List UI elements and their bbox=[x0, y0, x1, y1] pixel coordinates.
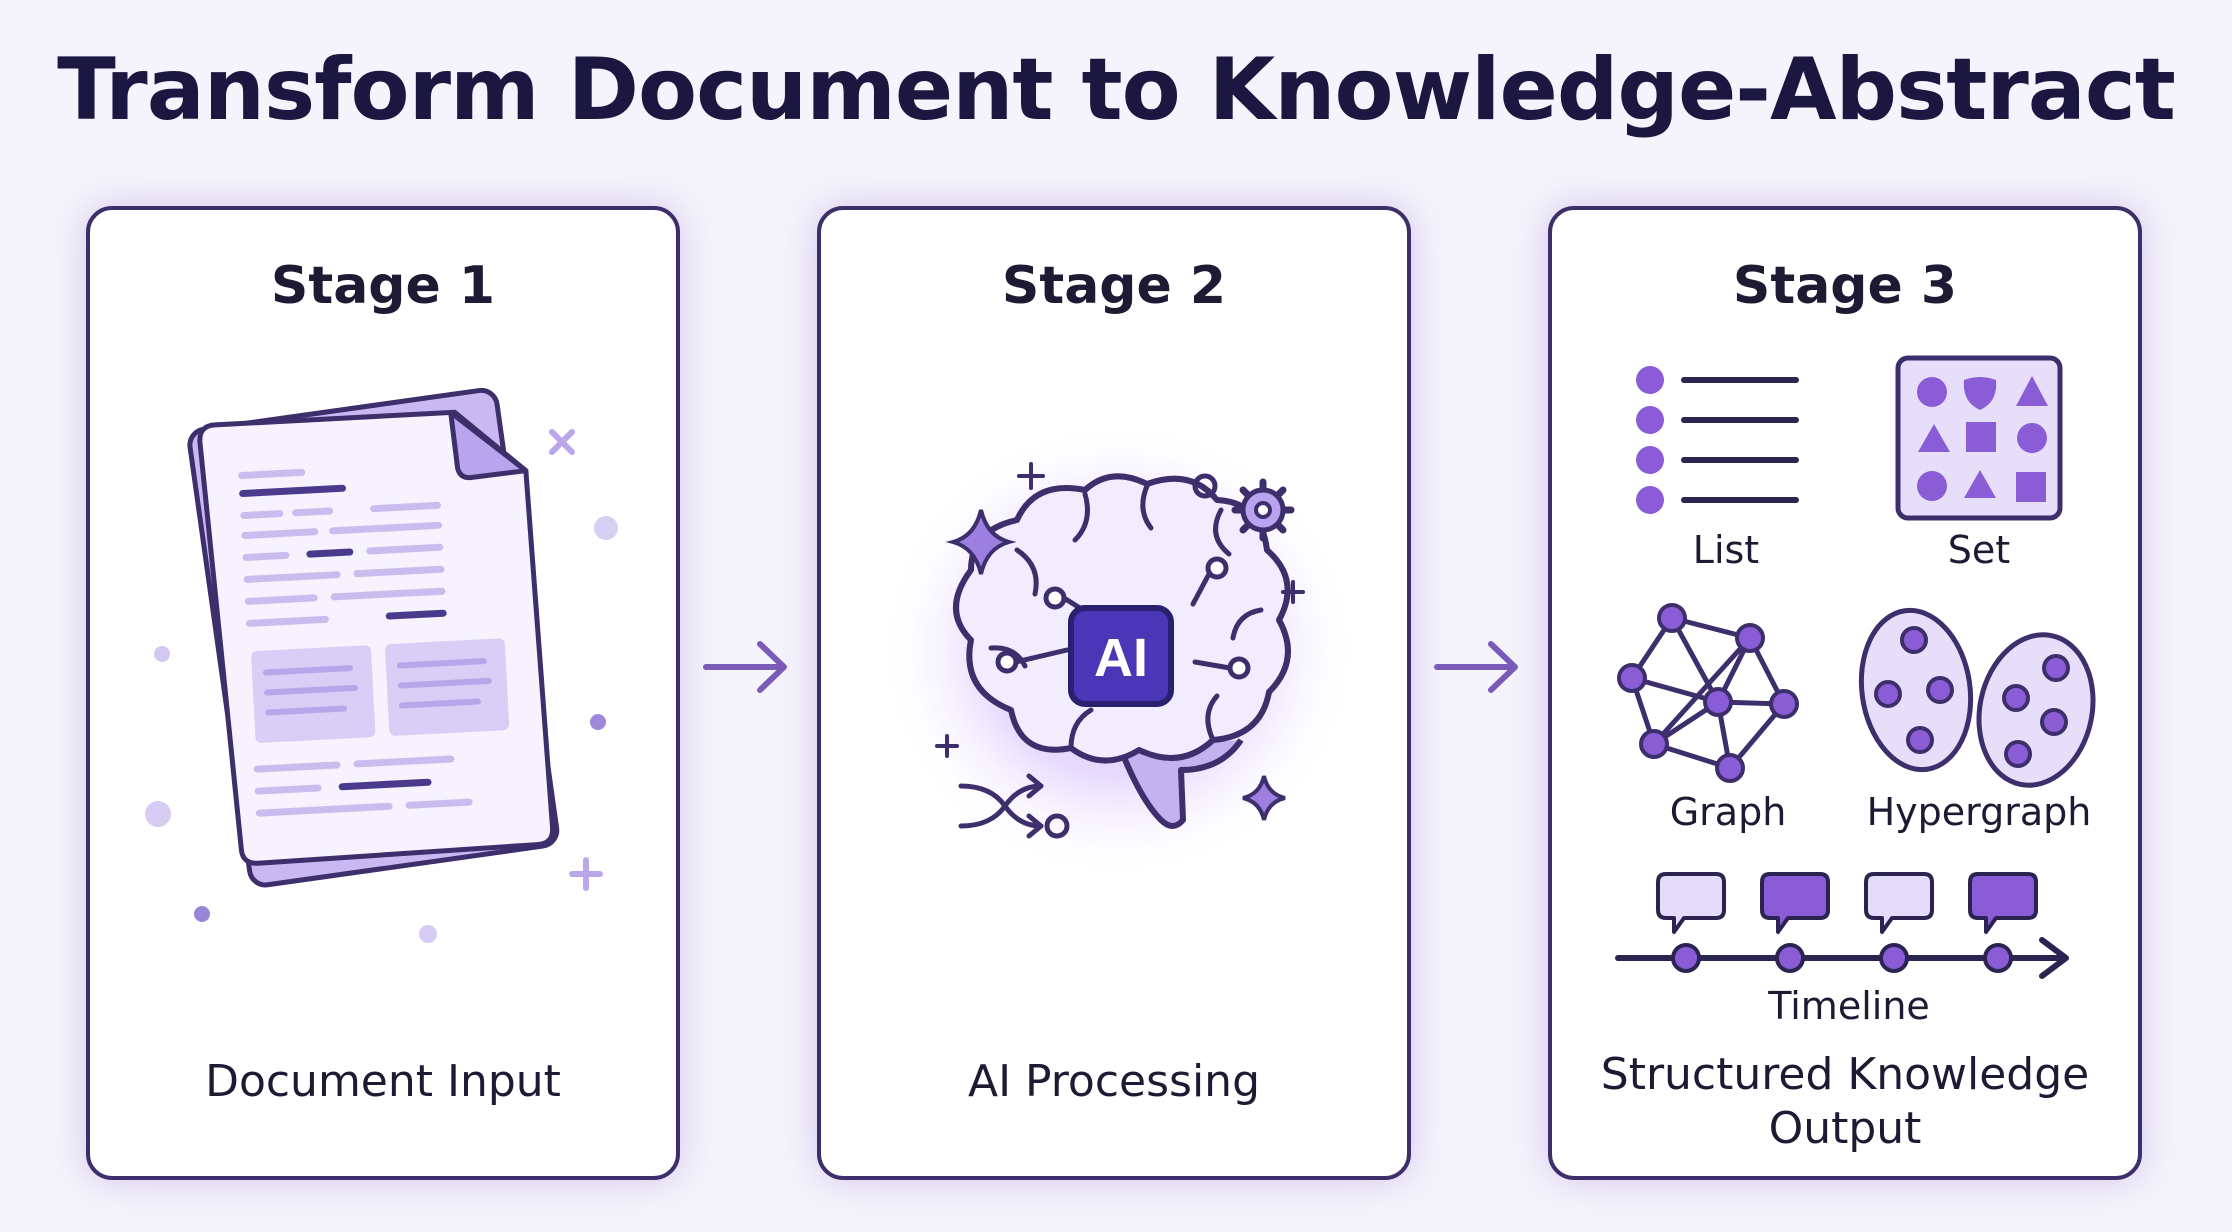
stage-2-card: Stage 2 bbox=[817, 206, 1411, 1180]
arrow-right-icon bbox=[703, 641, 787, 693]
structures-illustration bbox=[1615, 355, 2096, 979]
stage-3-title: Stage 3 bbox=[1732, 256, 1958, 316]
ai-badge-text: AI bbox=[1094, 628, 1148, 688]
stage-1-card: Stage 1 bbox=[86, 206, 680, 1180]
page-title: Transform Document to Knowledge-Abstract bbox=[57, 40, 2176, 140]
stage-1-caption: Document Input bbox=[205, 1056, 561, 1107]
set-label: Set bbox=[1947, 528, 2011, 572]
stage-3-card: Stage 3 bbox=[1548, 206, 2142, 1180]
graph-icon bbox=[1617, 603, 1799, 783]
stage-1-title: Stage 1 bbox=[270, 256, 496, 316]
set-icon bbox=[1895, 355, 2063, 521]
document-stack-icon bbox=[145, 387, 618, 943]
shuffle-icon bbox=[958, 773, 1044, 839]
stage-3-caption-line-2: Output bbox=[1768, 1103, 1922, 1154]
timeline-icon bbox=[1615, 872, 2069, 979]
hypergraph-label: Hypergraph bbox=[1866, 790, 2092, 834]
graph-label: Graph bbox=[1669, 790, 1787, 834]
list-icon bbox=[1636, 366, 1799, 514]
stage-2-caption: AI Processing bbox=[967, 1056, 1260, 1107]
timeline-label: Timeline bbox=[1768, 984, 1930, 1028]
arrow-right-icon bbox=[1434, 641, 1518, 693]
list-label: List bbox=[1692, 528, 1760, 572]
ai-brain-icon: AI bbox=[879, 420, 1359, 880]
stage-3-caption-line-1: Structured Knowledge bbox=[1600, 1049, 2090, 1100]
stage-3-caption: Structured Knowledge Output bbox=[1552, 1048, 2138, 1156]
gear-icon bbox=[1231, 478, 1295, 542]
hypergraph-icon bbox=[1858, 607, 2096, 788]
stage-2-title: Stage 2 bbox=[1001, 256, 1227, 316]
